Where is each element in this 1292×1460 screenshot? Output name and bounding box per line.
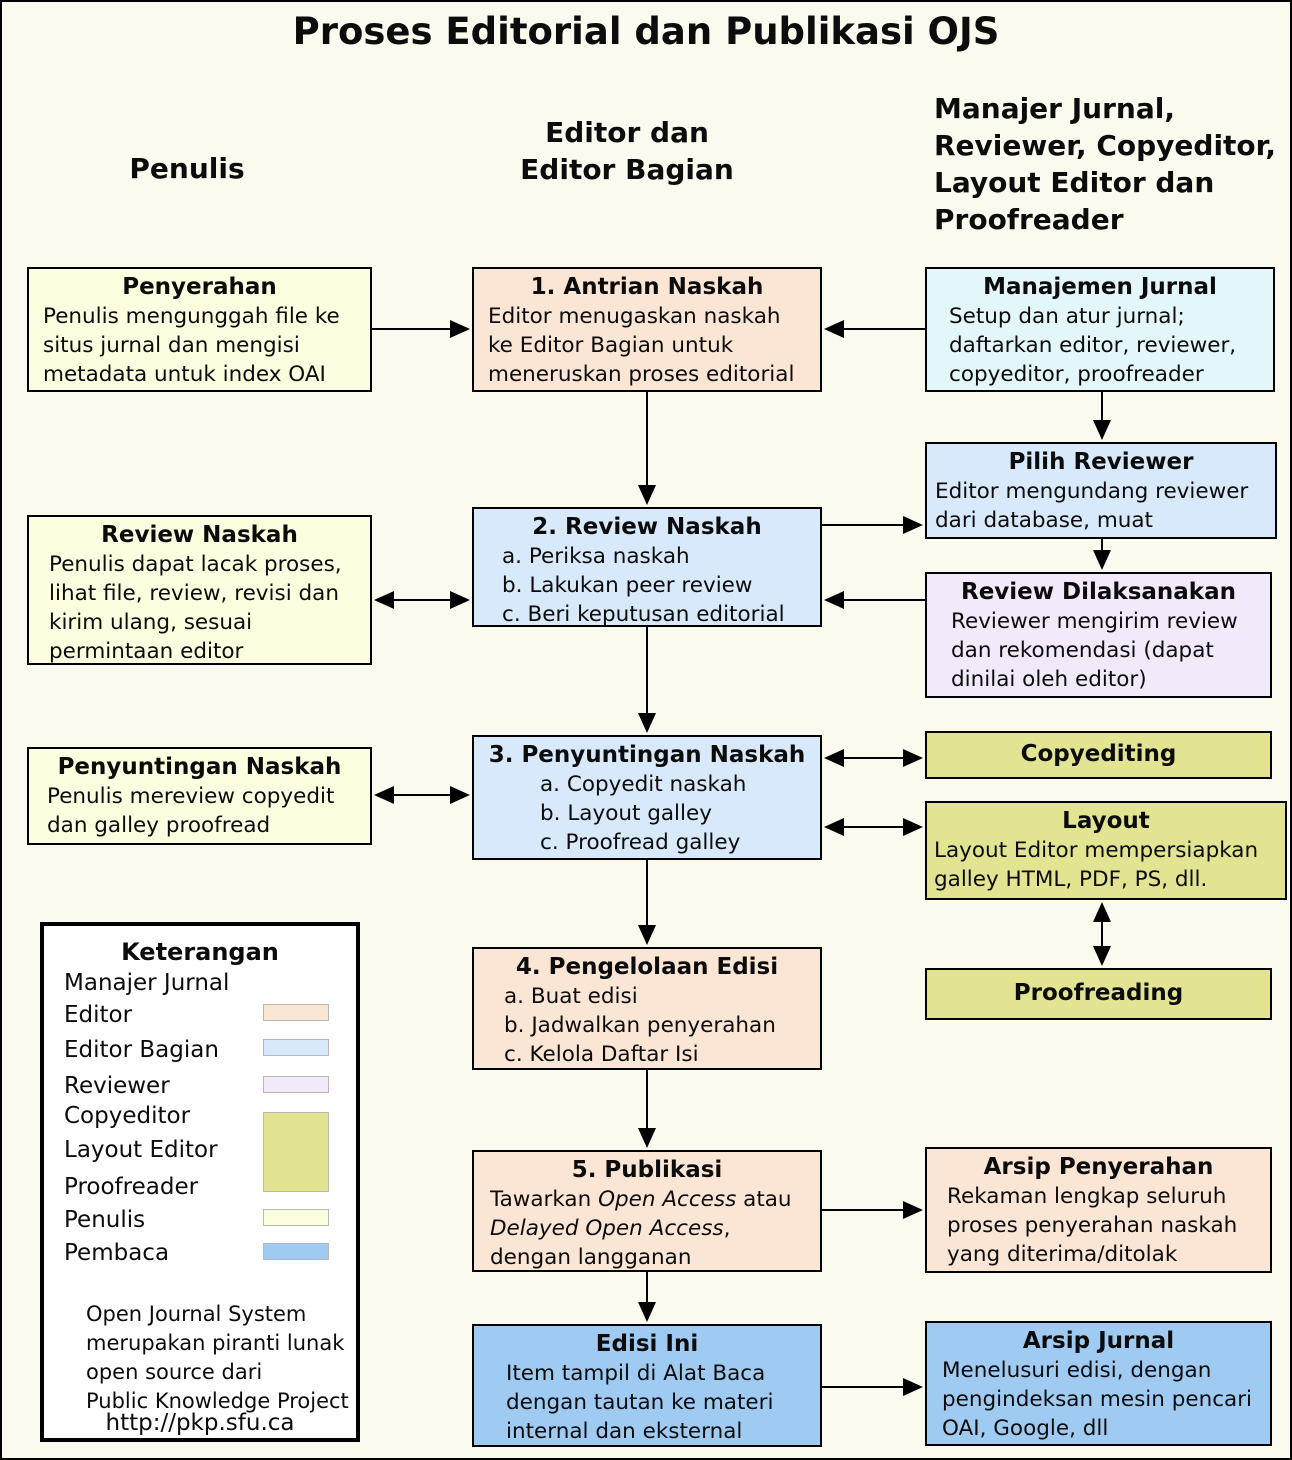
box-review-naskah-penulis-title: Review Naskah	[101, 522, 298, 548]
column-header-roles: Manajer Jurnal,Reviewer, Copyeditor,Layo…	[934, 92, 1276, 236]
legend-swatch-pembaca	[263, 1243, 329, 1260]
box-arsip-penyerahan: Arsip Penyerahan Rekaman lengkap seluruh…	[925, 1147, 1272, 1273]
box-publikasi-body: Tawarkan Open Access atau Delayed Open A…	[490, 1187, 792, 1270]
box-arsip-penyerahan-title: Arsip Penyerahan	[983, 1154, 1214, 1180]
box-manajemen-jurnal-title: Manajemen Jurnal	[983, 274, 1217, 300]
box-review-naskah-penulis-body: Penulis dapat lacak proses,lihat file, r…	[49, 552, 342, 664]
legend-label-editor: Editor	[64, 1002, 133, 1028]
box-arsip-jurnal-title: Arsip Jurnal	[1022, 1328, 1175, 1354]
box-review-dilaksanakan: Review Dilaksanakan Reviewer mengirim re…	[925, 572, 1272, 698]
box-pilih-reviewer-title: Pilih Reviewer	[1008, 449, 1194, 475]
legend: Keterangan Manajer Jurnal Editor Editor …	[40, 922, 360, 1442]
box-manajemen-jurnal: Manajemen Jurnal Setup dan atur jurnal;d…	[925, 267, 1275, 392]
legend-label-penulis: Penulis	[64, 1207, 146, 1233]
legend-swatch-penulis	[263, 1209, 329, 1226]
box-pilih-reviewer: Pilih Reviewer Editor mengundang reviewe…	[925, 442, 1277, 539]
box-proofreading: Proofreading	[925, 968, 1272, 1020]
legend-label-manajer-jurnal: Manajer Jurnal	[64, 970, 230, 996]
legend-url: http://pkp.sfu.ca	[105, 1410, 295, 1436]
box-publikasi: 5. Publikasi Tawarkan Open Access atau D…	[472, 1150, 822, 1272]
box-publikasi-title: 5. Publikasi	[571, 1157, 723, 1183]
legend-label-copyeditor: Copyeditor	[64, 1103, 191, 1129]
legend-label-editor-bagian: Editor Bagian	[64, 1037, 219, 1063]
box-review-naskah-title: 2. Review Naskah	[532, 514, 762, 540]
box-manajemen-jurnal-body: Setup dan atur jurnal;daftarkan editor, …	[949, 304, 1237, 387]
box-review-naskah-penulis: Review Naskah Penulis dapat lacak proses…	[27, 515, 372, 665]
legend-label-proofreader: Proofreader	[64, 1174, 199, 1200]
legend-swatch-copyeditor-layout-proofreader	[263, 1112, 329, 1192]
box-penyuntingan-penulis: Penyuntingan Naskah Penulis mereview cop…	[27, 747, 372, 845]
legend-label-layout-editor: Layout Editor	[64, 1137, 218, 1163]
legend-title: Keterangan	[121, 938, 279, 966]
box-edisi-ini-title: Edisi Ini	[595, 1331, 699, 1357]
box-pengelolaan-edisi-title: 4. Pengelolaan Edisi	[515, 954, 779, 980]
box-penyerahan-title: Penyerahan	[122, 274, 277, 300]
box-copyediting: Copyediting	[925, 731, 1272, 779]
box-antrian-naskah: 1. Antrian Naskah Editor menugaskan nask…	[472, 267, 822, 392]
box-proofreading-title: Proofreading	[1013, 980, 1184, 1006]
box-review-dilaksanakan-title: Review Dilaksanakan	[960, 579, 1236, 605]
legend-swatch-editor	[263, 1004, 329, 1021]
legend-swatch-reviewer	[263, 1076, 329, 1093]
box-layout-title: Layout	[1062, 808, 1150, 834]
legend-label-reviewer: Reviewer	[64, 1073, 170, 1099]
box-penyuntingan-naskah: 3. Penyuntingan Naskah a. Copyedit naska…	[472, 735, 822, 860]
column-header-penulis: Penulis	[129, 152, 245, 185]
box-antrian-naskah-title: 1. Antrian Naskah	[530, 274, 764, 300]
box-penyuntingan-naskah-title: 3. Penyuntingan Naskah	[488, 742, 806, 768]
page-title: Proses Editorial dan Publikasi OJS	[292, 10, 1000, 53]
box-penyuntingan-penulis-title: Penyuntingan Naskah	[57, 754, 342, 780]
box-copyediting-title: Copyediting	[1020, 741, 1177, 767]
legend-label-pembaca: Pembaca	[64, 1240, 170, 1266]
legend-swatch-editor-bagian	[263, 1039, 329, 1056]
